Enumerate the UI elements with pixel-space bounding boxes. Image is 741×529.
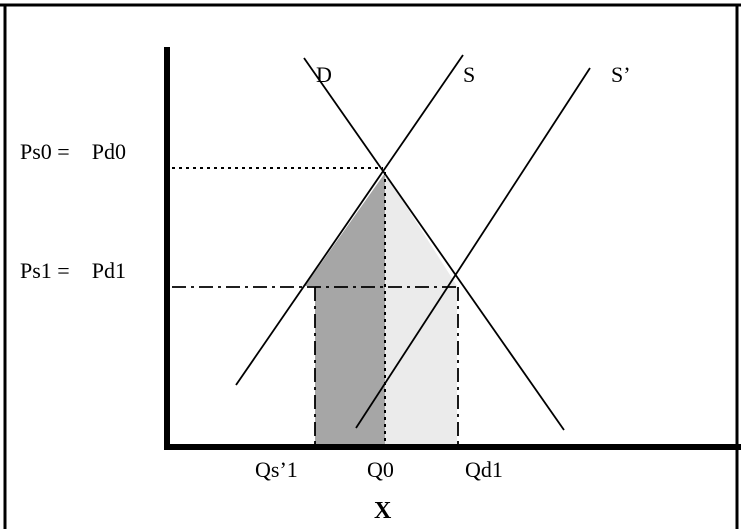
shifted-supply-label: S’ bbox=[611, 62, 631, 87]
demand-label: D bbox=[316, 62, 332, 87]
price-new-label: Ps1 = Pd1 bbox=[20, 258, 126, 283]
qty-initial-label: Q0 bbox=[367, 457, 394, 482]
supply-label: S bbox=[463, 62, 475, 87]
qty-supplied-new-label: Qs’1 bbox=[255, 457, 298, 482]
price-initial-label: Ps0 = Pd0 bbox=[20, 139, 126, 164]
demand-curve bbox=[303, 57, 565, 431]
light-shaded-region bbox=[385, 173, 457, 445]
supply-curve bbox=[235, 54, 464, 386]
qty-demanded-new-label: Qd1 bbox=[465, 457, 503, 482]
dark-shaded-region bbox=[305, 173, 385, 445]
shifted-supply-curve bbox=[355, 67, 591, 429]
x-axis-title: X bbox=[374, 498, 392, 524]
